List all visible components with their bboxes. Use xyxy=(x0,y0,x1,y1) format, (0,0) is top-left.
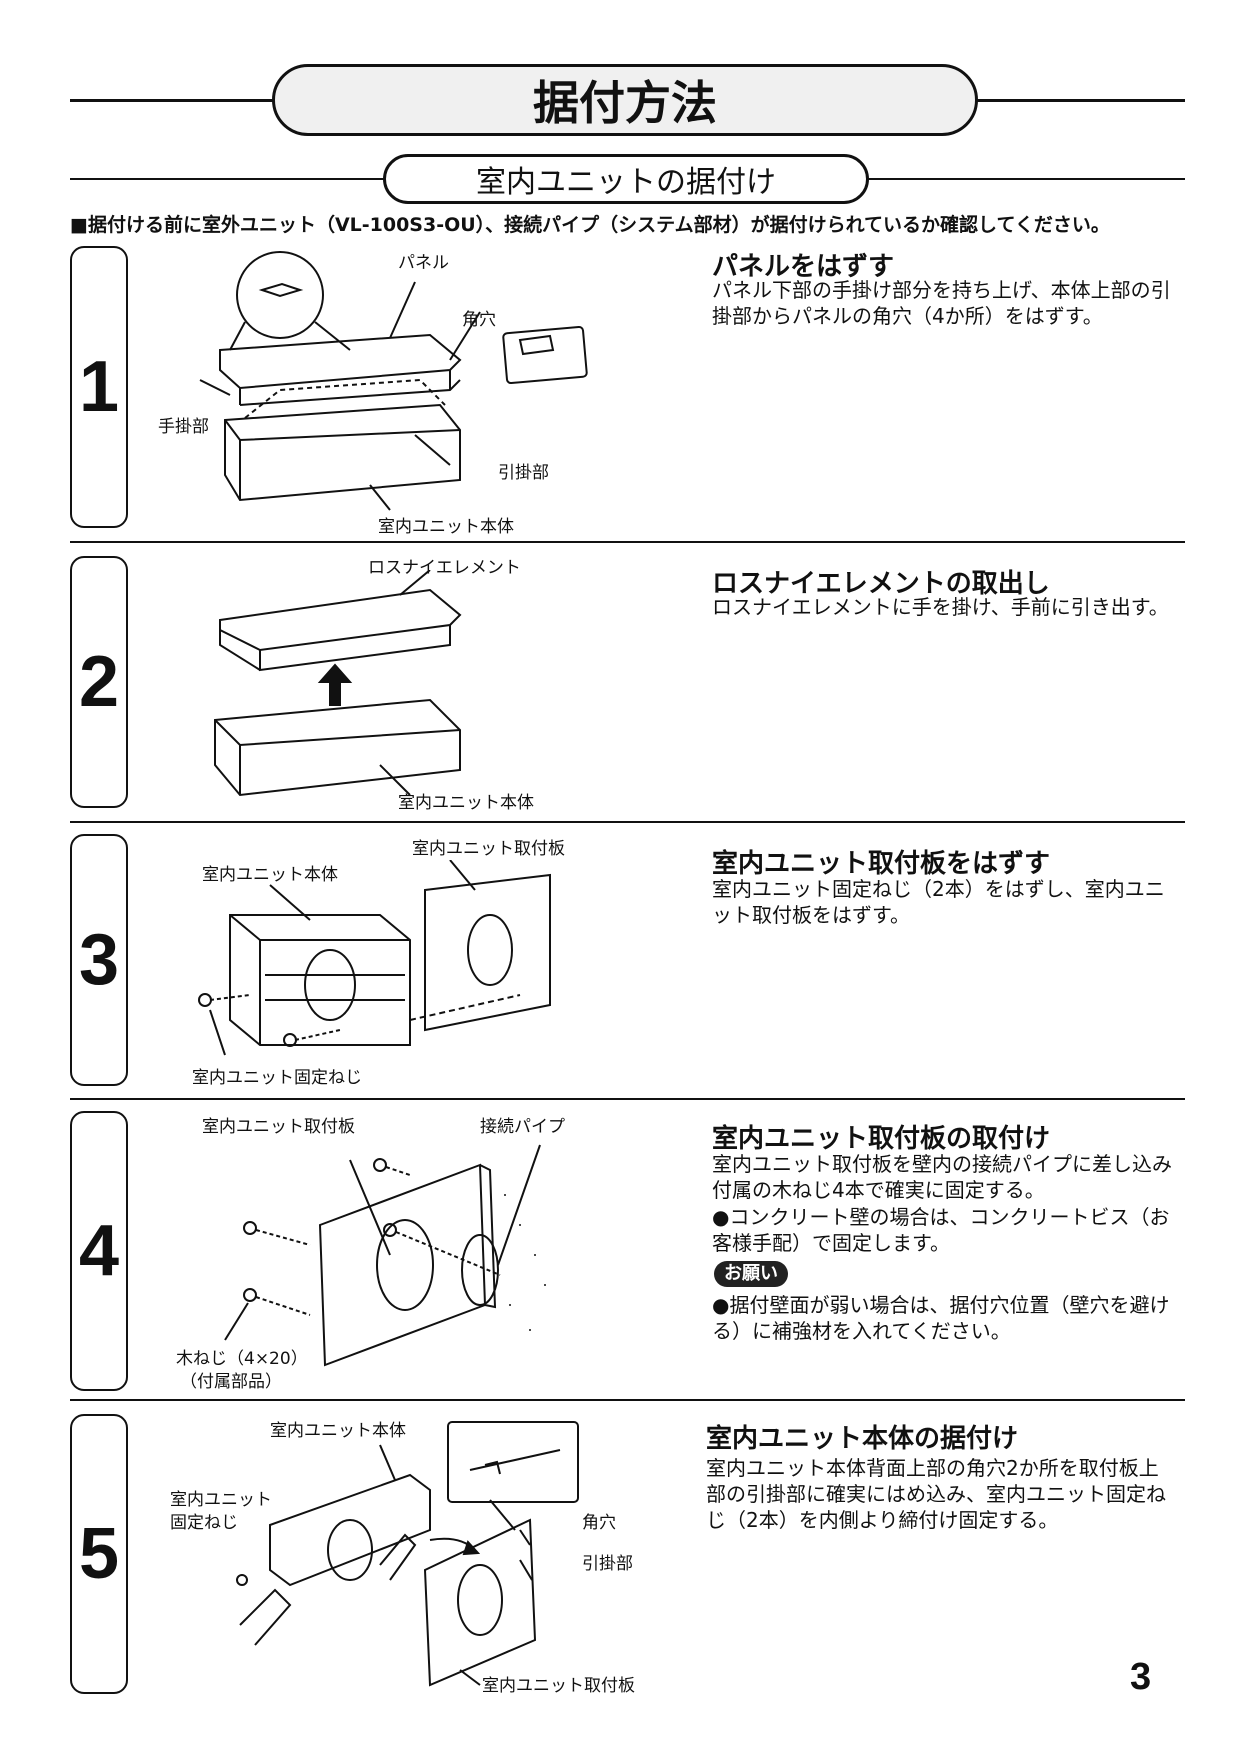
page-number: 3 xyxy=(1130,1656,1152,1698)
step5-label-indoor-unit: 室内ユニット xyxy=(170,1490,272,1510)
main-title: 据付方法 xyxy=(272,64,978,136)
step-number-5: 5 xyxy=(70,1414,128,1694)
subheader-rule-right xyxy=(866,178,1185,180)
step1-label-square-hole: 角穴 xyxy=(462,310,496,330)
step4-label-wood-screw: 木ねじ（4×20） xyxy=(176,1349,308,1369)
onegai-badge: お願い xyxy=(714,1261,788,1287)
step2-illustration xyxy=(214,570,462,797)
step3-label-mounting-plate: 室内ユニット取付板 xyxy=(412,839,565,859)
step5-label-square-hole: 角穴 xyxy=(582,1513,616,1533)
step-text-1: パネル下部の手掛け部分を持ち上げ、本体上部の引掛部からパネルの角穴（4か所）をは… xyxy=(712,278,1171,328)
step-title-2: ロスナイエレメントの取出し xyxy=(712,569,1050,599)
step1-label-unit-body: 室内ユニット本体 xyxy=(378,517,514,537)
step-text-5: 室内ユニット本体背面上部の角穴2か所を取付板上部の引掛部に確実にはめ込み、室内ユ… xyxy=(706,1456,1166,1532)
step1-label-hook: 引掛部 xyxy=(498,463,549,483)
step4-illustration xyxy=(224,1144,546,1367)
divider-2 xyxy=(70,821,1185,823)
step5-label-mounting-plate: 室内ユニット取付板 xyxy=(482,1676,635,1696)
header-rule-right xyxy=(975,99,1185,102)
step4-label-mounting-plate: 室内ユニット取付板 xyxy=(202,1117,355,1137)
divider-3 xyxy=(70,1098,1185,1100)
step-title-5: 室内ユニット本体の据付け xyxy=(706,1424,1019,1454)
step-number-3: 3 xyxy=(70,834,128,1086)
step3-label-fixing-screw: 室内ユニット固定ねじ xyxy=(192,1068,362,1088)
notice-text: ■据付ける前に室外ユニット（VL-100S3-OU）、接続パイプ（システム部材）… xyxy=(70,214,1110,236)
step4-bullet-concrete: ●コンクリート壁の場合は、コンクリートビス（お客様手配）で固定します。 xyxy=(712,1205,1170,1255)
step4-bullet-reinforcement: ●据付壁面が弱い場合は、据付穴位置（壁穴を避ける）に補強材を入れてください。 xyxy=(712,1293,1170,1343)
step4-label-pipe: 接続パイプ xyxy=(480,1117,565,1137)
step-text-4: 室内ユニット取付板を壁内の接続パイプに差し込み付属の木ねじ4本で確実に固定する。 xyxy=(712,1152,1172,1202)
step2-label-unit-body: 室内ユニット本体 xyxy=(398,793,534,813)
header-rule-left xyxy=(70,99,275,102)
step-number-2: 2 xyxy=(70,556,128,808)
step5-label-fixing-screw: 固定ねじ xyxy=(170,1513,238,1533)
step5-illustration xyxy=(236,1421,579,1687)
step5-label-hook: 引掛部 xyxy=(582,1554,633,1574)
divider-1 xyxy=(70,541,1185,543)
step1-illustration xyxy=(199,251,588,511)
step4-label-accessory: （付属部品） xyxy=(180,1372,282,1392)
step2-label-element: ロスナイエレメント xyxy=(368,558,521,578)
step-text-3: 室内ユニット固定ねじ（2本）をはずし、室内ユニット取付板をはずす。 xyxy=(712,877,1165,927)
step-number-4: 4 xyxy=(70,1111,128,1391)
step3-illustration xyxy=(198,860,551,1056)
step1-label-panel: パネル xyxy=(398,253,449,273)
step1-label-hand-grip: 手掛部 xyxy=(158,417,209,437)
sub-title: 室内ユニットの据付け xyxy=(383,154,869,204)
step-title-3: 室内ユニット取付板をはずす xyxy=(712,849,1051,879)
step5-label-unit-body: 室内ユニット本体 xyxy=(270,1421,406,1441)
step3-label-unit-body: 室内ユニット本体 xyxy=(202,865,338,885)
step-title-4: 室内ユニット取付板の取付け xyxy=(712,1124,1051,1154)
step-number-1: 1 xyxy=(70,246,128,528)
divider-4 xyxy=(70,1399,1185,1401)
subheader-rule-left xyxy=(70,178,385,180)
step-title-1: パネルをはずす xyxy=(712,252,895,282)
step-text-2: ロスナイエレメントに手を掛け、手前に引き出す。 xyxy=(712,595,1169,619)
